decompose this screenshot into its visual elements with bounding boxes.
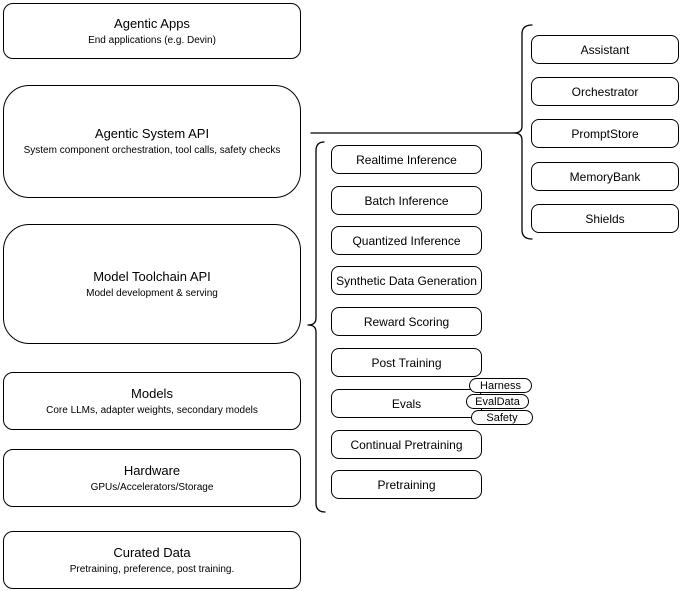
node-models: Models Core LLMs, adapter weights, secon…	[3, 372, 301, 430]
node-label: Continual Pretraining	[350, 437, 463, 452]
node-label: PromptStore	[571, 126, 639, 141]
node-title: Model Toolchain API	[93, 268, 211, 284]
node-synthetic-data-generation: Synthetic Data Generation	[331, 266, 482, 295]
node-label: Post Training	[371, 355, 442, 370]
node-quantized-inference: Quantized Inference	[331, 226, 482, 255]
node-title: Agentic Apps	[114, 15, 190, 31]
node-realtime-inference: Realtime Inference	[331, 145, 482, 174]
node-continual-pretraining: Continual Pretraining	[331, 430, 482, 459]
node-label: Pretraining	[377, 477, 436, 492]
node-shields: Shields	[531, 204, 679, 233]
node-label: Assistant	[580, 42, 630, 57]
node-agentic-system-api: Agentic System API System component orch…	[3, 85, 301, 198]
node-label: Orchestrator	[571, 84, 639, 99]
node-label: MemoryBank	[569, 169, 641, 184]
node-title: Curated Data	[113, 544, 191, 560]
node-subtitle: GPUs/Accelerators/Storage	[90, 481, 214, 493]
node-model-toolchain-api: Model Toolchain API Model development & …	[3, 224, 301, 344]
node-subtitle: Model development & serving	[86, 287, 218, 299]
node-reward-scoring: Reward Scoring	[331, 307, 482, 336]
node-label: Synthetic Data Generation	[336, 273, 477, 288]
node-curated-data: Curated Data Pretraining, preference, po…	[3, 531, 301, 589]
node-evals: Evals	[331, 389, 482, 418]
node-subtitle: System component orchestration, tool cal…	[23, 145, 281, 156]
node-orchestrator: Orchestrator	[531, 77, 679, 106]
node-hardware: Hardware GPUs/Accelerators/Storage	[3, 449, 301, 507]
node-batch-inference: Batch Inference	[331, 186, 482, 215]
tag-safety: Safety	[471, 410, 533, 425]
node-label: Realtime Inference	[356, 152, 457, 167]
tag-label: Harness	[480, 379, 521, 392]
tag-label: Safety	[486, 411, 518, 424]
node-pretraining: Pretraining	[331, 470, 482, 499]
tag-label: EvalData	[475, 395, 520, 408]
node-title: Models	[131, 385, 173, 401]
node-subtitle: Pretraining, preference, post training.	[69, 563, 235, 575]
node-agentic-apps: Agentic Apps End applications (e.g. Devi…	[3, 3, 301, 59]
toolchain-components-brace-icon	[307, 141, 326, 513]
node-title: Hardware	[123, 462, 181, 478]
node-promptstore: PromptStore	[531, 119, 679, 148]
node-label: Evals	[391, 396, 422, 411]
node-label: Batch Inference	[364, 193, 449, 208]
node-post-training: Post Training	[331, 348, 482, 377]
node-subtitle: Core LLMs, adapter weights, secondary mo…	[46, 404, 258, 416]
node-label: Shields	[585, 211, 625, 226]
tag-harness: Harness	[469, 378, 532, 393]
tag-evaldata: EvalData	[466, 394, 529, 409]
node-label: Reward Scoring	[363, 314, 450, 329]
node-title: Agentic System API	[94, 126, 210, 141]
node-label: Quantized Inference	[352, 233, 461, 248]
system-components-brace-icon	[513, 24, 533, 240]
node-memorybank: MemoryBank	[531, 162, 679, 191]
node-subtitle: End applications (e.g. Devin)	[88, 34, 216, 46]
node-assistant: Assistant	[531, 35, 679, 64]
